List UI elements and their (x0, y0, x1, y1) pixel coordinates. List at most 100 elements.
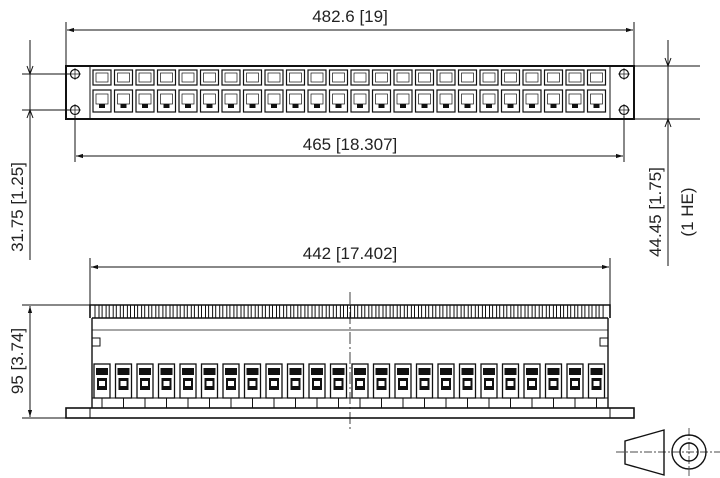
front-port (285, 69, 306, 113)
comb-tooth (229, 304, 235, 319)
comb-tooth (272, 304, 277, 319)
front-port (156, 69, 177, 113)
keystone-module (265, 363, 283, 408)
front-port (221, 69, 241, 113)
inner-width-label: 442 [17.402] (303, 244, 398, 263)
comb-tooth (421, 304, 427, 319)
front-port (586, 69, 607, 113)
front-port (393, 69, 413, 113)
comb-tooth (193, 304, 199, 319)
comb-tooth (130, 304, 135, 319)
front-port (92, 69, 112, 113)
keystone-module (480, 363, 498, 408)
comb-tooth (428, 304, 434, 319)
keystone-module (329, 363, 348, 408)
keystone-module (114, 363, 133, 408)
keystone-module (544, 363, 563, 408)
front-panel (65, 65, 635, 120)
comb-tooth (222, 304, 228, 319)
comb-tooth (556, 304, 561, 319)
mounting-hole-bottom-left (69, 104, 81, 116)
comb-tooth (172, 304, 178, 319)
front-port (135, 69, 155, 113)
top-view: 442 [17.402] 95 [3.74] (8, 244, 635, 432)
comb-tooth (477, 304, 483, 319)
comb-tooth (144, 304, 150, 319)
front-port (543, 69, 564, 113)
keystone-module (351, 363, 369, 408)
keystone-module (501, 363, 520, 408)
keystone-module (157, 363, 176, 408)
comb-tooth (137, 304, 143, 319)
keystone-module (243, 363, 262, 408)
front-port (350, 69, 370, 113)
comb-tooth (307, 304, 313, 319)
keystone-module (286, 363, 305, 408)
comb-tooth (399, 304, 405, 319)
keystone-module (93, 363, 111, 408)
front-port (199, 69, 220, 113)
comb-tooth (186, 304, 192, 319)
comb-tooth (534, 304, 540, 319)
comb-tooth (94, 304, 100, 319)
keystone-module (566, 363, 584, 408)
front-port (113, 69, 134, 113)
cable-management-comb (92, 304, 608, 331)
front-port (414, 69, 435, 113)
keystone-module (523, 363, 541, 408)
overall-width-label: 482.6 [19] (312, 7, 388, 26)
comb-tooth (215, 304, 221, 319)
front-port (264, 69, 284, 113)
comb-tooth (584, 304, 590, 319)
comb-tooth (563, 304, 569, 319)
front-view: 482.6 [19] 46 (8, 7, 700, 266)
comb-tooth (463, 304, 469, 319)
comb-tooth (115, 304, 121, 319)
comb-tooth (414, 304, 419, 319)
front-port (457, 69, 478, 113)
keystone-module (437, 363, 455, 408)
front-port (242, 69, 263, 113)
comb-tooth (492, 304, 498, 319)
third-angle-projection-icon (616, 428, 720, 476)
comb-tooth (335, 304, 341, 319)
comb-tooth (527, 304, 533, 319)
mounting-hole-top-left (69, 68, 81, 80)
comb-tooth (286, 304, 292, 319)
comb-tooth (392, 304, 398, 319)
comb-tooth (456, 304, 462, 319)
rack-units-label: (1 HE) (678, 187, 697, 236)
keystone-module (372, 363, 391, 408)
hole-spacing-label: 465 [18.307] (303, 135, 398, 154)
comb-tooth (158, 304, 164, 319)
comb-tooth (179, 304, 185, 319)
panel-height-label: 44.45 [1.75] (646, 167, 665, 257)
keystone-module (587, 363, 606, 408)
comb-tooth (328, 304, 334, 319)
comb-tooth (541, 304, 547, 319)
comb-tooth (151, 304, 157, 319)
front-port (500, 69, 521, 113)
comb-tooth (548, 304, 554, 319)
comb-tooth (499, 304, 505, 319)
comb-tooth (108, 304, 114, 319)
comb-tooth (236, 304, 242, 319)
keystone-module-array (92, 363, 608, 408)
comb-tooth (435, 304, 441, 319)
comb-tooth (314, 304, 320, 319)
front-port (565, 69, 585, 113)
comb-tooth (343, 304, 348, 319)
comb-tooth (570, 304, 576, 319)
keystone-module (200, 363, 219, 408)
comb-tooth (321, 304, 327, 319)
keystone-module (394, 363, 412, 408)
front-port (371, 69, 392, 113)
comb-tooth (201, 304, 206, 319)
front-port (178, 69, 198, 113)
comb-tooth (243, 304, 249, 319)
front-port (522, 69, 542, 113)
comb-tooth (364, 304, 370, 319)
front-port (479, 69, 499, 113)
mounting-hole-bottom-right (618, 104, 630, 116)
